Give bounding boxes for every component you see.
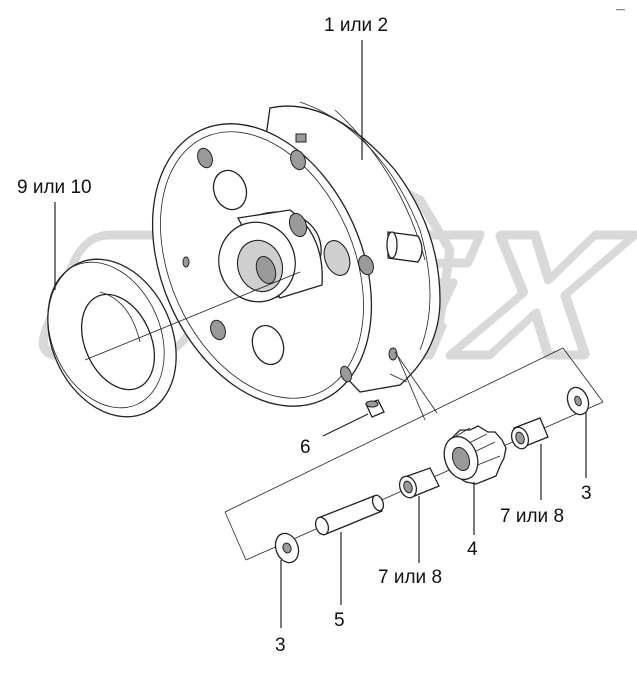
label-part-6: 6 (300, 437, 311, 458)
pump-housing (151, 101, 441, 407)
label-part-5: 5 (334, 610, 345, 631)
label-part-3-right: 3 (581, 483, 592, 504)
label-part-7-or-8-right: 7 или 8 (500, 506, 564, 527)
label-part-9-or-10: 9 или 10 (17, 177, 92, 198)
shaft-part-5 (314, 494, 385, 536)
bushing-center (398, 467, 440, 499)
corner-mark: — (616, 4, 625, 14)
label-part-1-or-2: 1 или 2 (324, 15, 388, 36)
oil-seal (47, 258, 177, 418)
gear-part-4 (443, 425, 507, 485)
label-part-3-left: 3 (275, 635, 286, 656)
label-part-4: 4 (467, 539, 478, 560)
leader-lines (54, 40, 587, 628)
pin-part-6 (365, 399, 385, 418)
bushing-right (510, 417, 549, 450)
washer-left (274, 532, 300, 564)
washer-right (566, 386, 590, 416)
label-part-7-or-8-center: 7 или 8 (378, 567, 442, 588)
